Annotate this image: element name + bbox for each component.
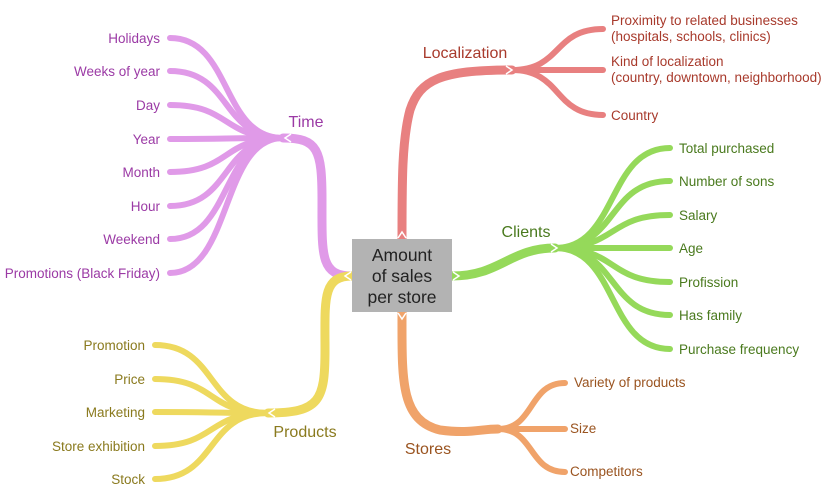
localization-subtopic-1-line-2[interactable]: (hospitals, schools, clinics) (611, 29, 771, 44)
central-topic-line-3: per store (367, 287, 436, 307)
time-subtopic[interactable]: Hour (131, 199, 161, 214)
clients-leaf-line (552, 245, 673, 352)
clients-subtopic[interactable]: Has family (679, 308, 742, 323)
time-subtopic[interactable]: Weekend (103, 232, 160, 247)
time-subtopic[interactable]: Year (133, 132, 161, 147)
central-topic-line-1: Amount (372, 245, 432, 265)
clients-subtopic[interactable]: Profission (679, 275, 738, 290)
time-topic[interactable]: Time (289, 114, 324, 131)
connector-notch (397, 312, 407, 321)
clients-subtopic[interactable]: Age (679, 241, 703, 256)
products-trunk-line (263, 271, 357, 418)
time-subtopic[interactable]: Holidays (108, 31, 160, 46)
clients-trunk-line (447, 243, 560, 281)
time-leaf-line (167, 135, 286, 276)
products-branch-lines (152, 271, 357, 482)
clients-subtopic[interactable]: Total purchased (679, 141, 774, 156)
connector-notch (397, 230, 407, 239)
products-subtopics: Promotion Price Marketing Store exhibiti… (52, 338, 145, 487)
clients-subtopic[interactable]: Purchase frequency (679, 342, 799, 357)
central-topic[interactable]: Amount of sales per store (352, 239, 452, 312)
stores-branch-lines (397, 307, 568, 475)
products-subtopic[interactable]: Price (114, 372, 145, 387)
localization-trunk-line (397, 65, 517, 244)
clients-branch-lines (447, 145, 673, 352)
time-subtopic[interactable]: Day (136, 98, 160, 113)
products-subtopic[interactable]: Store exhibition (52, 439, 145, 454)
localization-topic[interactable]: Localization (423, 45, 508, 62)
localization-branch-lines (397, 26, 606, 244)
localization-leaf-line (509, 67, 606, 118)
central-topic-line-2: of sales (372, 266, 433, 286)
stores-subtopics: Variety of products Size Competitors (570, 375, 686, 479)
connector-notch (452, 271, 461, 281)
products-subtopic[interactable]: Marketing (86, 405, 145, 420)
connector-notch (267, 408, 276, 418)
products-subtopic[interactable]: Promotion (83, 338, 145, 353)
connector-notch (343, 271, 352, 281)
clients-subtopic[interactable]: Number of sons (679, 174, 775, 189)
products-subtopic[interactable]: Stock (111, 472, 145, 487)
connector-notch (505, 65, 514, 75)
stores-leaf-line (495, 380, 568, 432)
time-subtopic[interactable]: Month (122, 165, 160, 180)
connector-notch (550, 243, 559, 253)
stores-leaf-line (495, 426, 568, 475)
localization-subtopic-2-line-2[interactable]: (country, downtown, neighborhood) (611, 70, 822, 85)
stores-trunk-line (397, 307, 503, 437)
stores-topic[interactable]: Stores (405, 441, 451, 458)
products-topic[interactable]: Products (273, 424, 336, 441)
stores-subtopic[interactable]: Variety of products (574, 375, 686, 390)
localization-leaf-line (509, 26, 606, 73)
localization-subtopics: Proximity to related businesses (hospita… (611, 13, 822, 123)
connector-notch (283, 133, 292, 143)
clients-subtopic[interactable]: Salary (679, 208, 718, 223)
time-branch-lines (167, 35, 357, 281)
clients-topic[interactable]: Clients (502, 224, 551, 241)
stores-subtopic[interactable]: Competitors (570, 464, 643, 479)
clients-subtopics: Total purchased Number of sons Salary Ag… (679, 141, 799, 357)
localization-subtopic-1-line-1[interactable]: Proximity to related businesses (611, 13, 798, 28)
time-subtopic[interactable]: Weeks of year (74, 64, 161, 79)
central-topic-box[interactable] (352, 239, 452, 312)
products-leaf-line (152, 410, 271, 482)
stores-subtopic[interactable]: Size (570, 421, 596, 436)
localization-subtopic-3[interactable]: Country (611, 108, 659, 123)
time-subtopics: Holidays Weeks of year Day Year Month Ho… (5, 31, 161, 281)
time-subtopic[interactable]: Promotions (Black Friday) (5, 266, 160, 281)
time-trunk-line (278, 133, 357, 281)
localization-subtopic-2-line-1[interactable]: Kind of localization (611, 54, 724, 69)
